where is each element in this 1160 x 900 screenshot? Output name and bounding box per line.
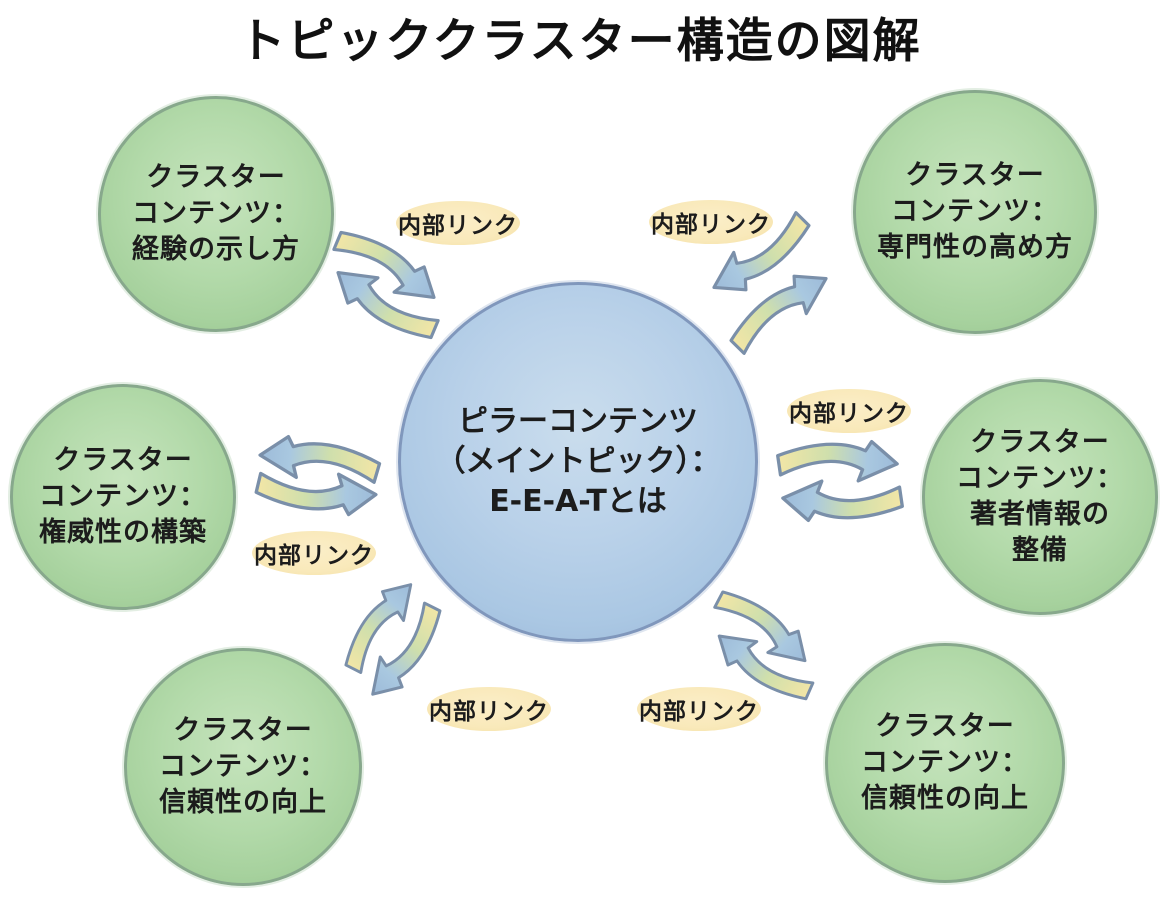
cluster-node-experience: クラスター コンテンツ： 経験の示し方 bbox=[98, 96, 334, 332]
internal-link-label: 内部リンク bbox=[787, 389, 911, 433]
cluster-text: クラスター コンテンツ： 信頼性の向上 bbox=[159, 714, 327, 819]
internal-link-arrow bbox=[256, 432, 383, 487]
internal-link-label: 内部リンク bbox=[649, 200, 773, 244]
internal-link-arrow bbox=[774, 435, 900, 485]
internal-link-arrow bbox=[780, 477, 906, 527]
pillar-text: ピラーコンテンツ （メイントピック）： E-E-A-Tとは bbox=[435, 403, 721, 520]
cluster-node-trust-right: クラスター コンテンツ： 信頼性の向上 bbox=[825, 643, 1065, 883]
internal-link-label: 内部リンク bbox=[396, 201, 520, 245]
diagram-title: トピッククラスター構造の図解 bbox=[238, 14, 922, 69]
cluster-text: クラスター コンテンツ： 著者情報の 整備 bbox=[956, 426, 1124, 567]
internal-link-arrow bbox=[253, 469, 379, 518]
internal-link-label: 内部リンク bbox=[427, 687, 551, 731]
internal-link-label: 内部リンク bbox=[637, 687, 761, 731]
cluster-text: クラスター コンテンツ： 専門性の高め方 bbox=[877, 159, 1073, 264]
cluster-text: クラスター コンテンツ： 権威性の構築 bbox=[39, 444, 207, 549]
cluster-node-authority: クラスター コンテンツ： 権威性の構築 bbox=[10, 384, 236, 610]
cluster-node-trust-left: クラスター コンテンツ： 信頼性の向上 bbox=[124, 648, 362, 886]
cluster-node-expertise: クラスター コンテンツ： 専門性の高め方 bbox=[853, 90, 1097, 334]
pillar-node: ピラーコンテンツ （メイントピック）： E-E-A-Tとは bbox=[398, 282, 758, 642]
internal-link-label: 内部リンク bbox=[252, 531, 376, 575]
cluster-text: クラスター コンテンツ： 経験の示し方 bbox=[132, 161, 300, 266]
cluster-node-author-info: クラスター コンテンツ： 著者情報の 整備 bbox=[922, 379, 1158, 615]
cluster-text: クラスター コンテンツ： 信頼性の向上 bbox=[861, 710, 1029, 815]
